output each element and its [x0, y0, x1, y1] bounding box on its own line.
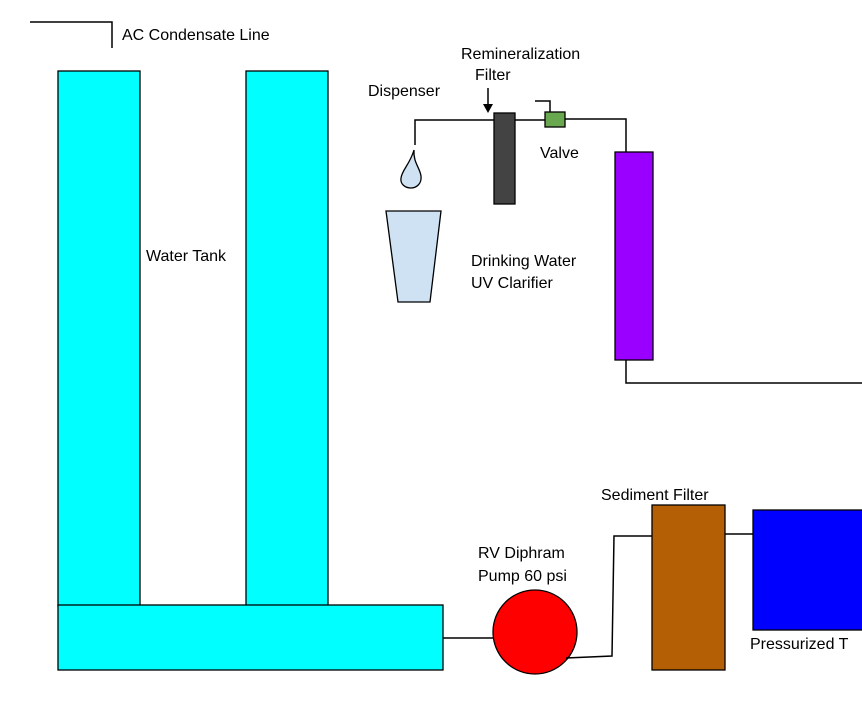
pipe-pump-to-sediment-filter [565, 535, 652, 659]
uv-clarifier [614, 151, 654, 361]
remineralization-filter [493, 112, 516, 205]
water-droplet-icon [400, 149, 422, 189]
drinking-cup [385, 210, 442, 303]
remineralization-label-line2: Filter [475, 67, 511, 84]
uv-clarifier-label-line1: Drinking Water [471, 253, 577, 270]
remineralization-arrow-head [483, 104, 493, 113]
pressurized-tank-label: Pressurized T [750, 636, 849, 653]
ac-condensate-line [30, 21, 113, 48]
pump-label-line2: Pump 60 psi [478, 568, 567, 585]
valve [544, 111, 566, 128]
ac-condensate-label: AC Condensate Line [122, 27, 270, 44]
pipe-remineralization-to-dispenser [414, 119, 494, 145]
valve-label: Valve [540, 145, 579, 162]
water-tank-left-column [57, 70, 141, 607]
uv-clarifier-label-line2: UV Clarifier [471, 275, 553, 292]
sediment-filter-label: Sediment Filter [601, 487, 709, 504]
water-tank-base [57, 604, 444, 671]
valve-handle [535, 100, 551, 112]
pipe-return-to-uv-clarifier [625, 360, 862, 384]
water-tank-right-column [245, 70, 329, 607]
remineralization-label-line1: Remineralization [461, 46, 580, 63]
sediment-filter [651, 504, 726, 671]
pump-label-line1: RV Diphram [478, 545, 565, 562]
water-tank-label: Water Tank [146, 248, 227, 265]
pressurized-tank [752, 509, 862, 631]
pipe-uv-to-valve [565, 118, 627, 152]
dispenser-label: Dispenser [368, 83, 441, 100]
diaphragm-pump [492, 589, 578, 675]
